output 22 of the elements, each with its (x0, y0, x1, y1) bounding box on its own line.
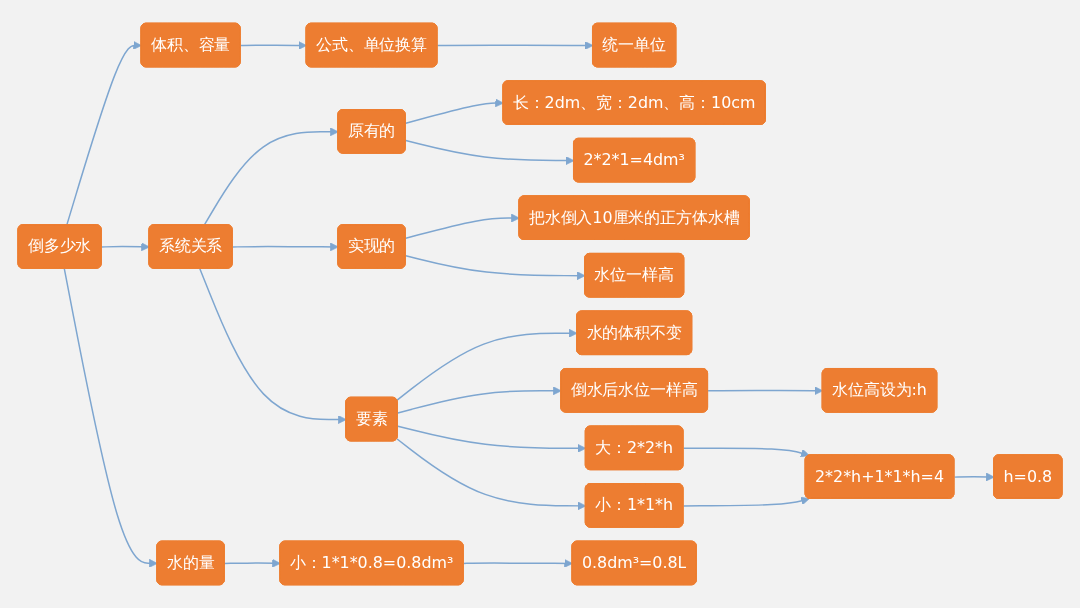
arrow (199, 268, 347, 424)
arrow (707, 386, 824, 396)
arrow (396, 438, 587, 511)
arrow (239, 41, 307, 50)
arrow (203, 127, 339, 226)
arrow (101, 242, 150, 252)
arrow (63, 268, 158, 568)
arrow (405, 139, 575, 165)
arrow (405, 98, 504, 124)
arrow (682, 447, 810, 458)
arrow (224, 558, 281, 568)
arrow (462, 559, 573, 568)
arrow (405, 254, 586, 281)
arrow (953, 472, 995, 482)
arrow (397, 386, 562, 414)
arrow (682, 496, 810, 507)
arrow (396, 328, 578, 401)
arrow (66, 41, 142, 226)
arrow (405, 213, 520, 239)
arrow (436, 41, 594, 50)
arrow (232, 242, 339, 252)
arrow (397, 425, 587, 453)
